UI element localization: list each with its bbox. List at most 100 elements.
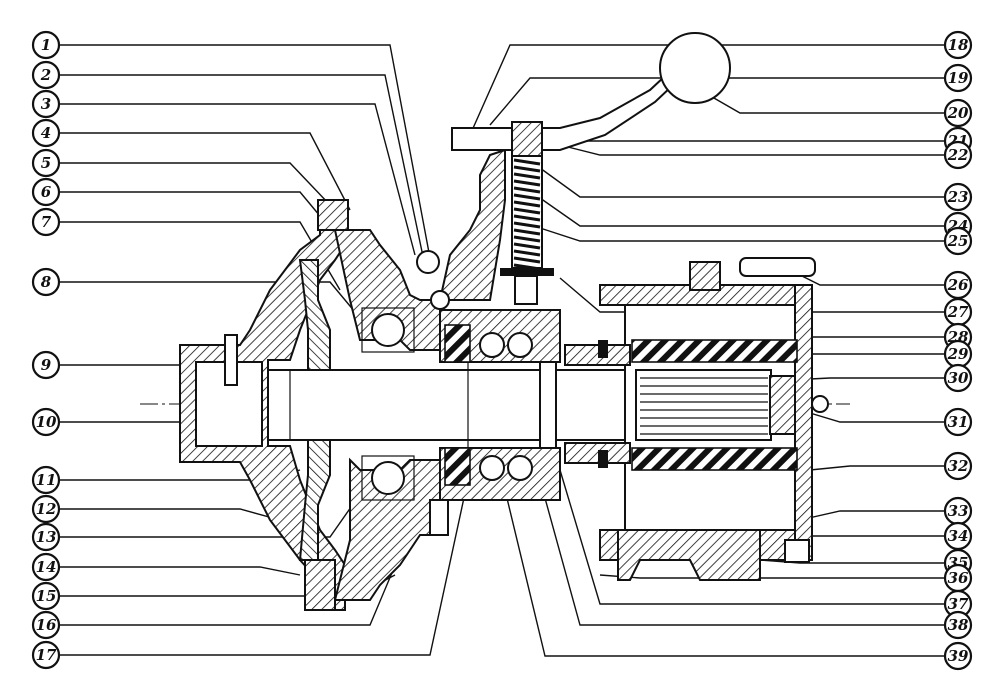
callout-ring — [31, 148, 61, 178]
callout-number: 16 — [36, 616, 57, 634]
callout-number: 31 — [948, 413, 969, 431]
seal-spring-top — [598, 340, 608, 358]
callout-number: 14 — [36, 558, 57, 576]
leader-line — [59, 44, 431, 259]
spring-coil — [513, 193, 541, 201]
callout-number: 3 — [41, 95, 51, 113]
housing-stud — [224, 334, 238, 386]
friction-lining-top — [631, 339, 798, 363]
callout-number: 6 — [41, 183, 52, 201]
callout-number: 7 — [41, 213, 52, 231]
callout-number: 9 — [41, 356, 52, 374]
leader-line — [59, 74, 426, 267]
adjusting-screw — [689, 261, 721, 291]
callout-13: 13 — [31, 522, 61, 552]
leader-line — [59, 162, 331, 206]
rear-bearing-ball-2 — [507, 332, 533, 358]
callout-25: 25 — [943, 226, 973, 256]
callout-number: 20 — [947, 104, 969, 122]
callouts-right: 1819202122232425262728293031323334353637… — [943, 30, 973, 671]
leader-line — [559, 277, 946, 313]
callout-11: 11 — [31, 465, 61, 495]
leader-line — [559, 144, 946, 156]
callout-16: 16 — [31, 610, 61, 640]
callout-number: 25 — [947, 232, 969, 250]
callout-39: 39 — [943, 641, 973, 671]
callout-number: 12 — [36, 500, 57, 518]
callout-ring — [943, 407, 973, 437]
ball-detent — [430, 290, 450, 310]
spring-coil — [513, 186, 541, 194]
leader-line — [59, 566, 301, 576]
callout-number: 26 — [947, 276, 969, 294]
leader-line — [799, 510, 946, 521]
spring-coil — [513, 235, 541, 243]
spring-coil — [513, 256, 541, 264]
shaft-collar — [539, 361, 557, 449]
callout-ring — [31, 267, 61, 297]
callout-ring — [943, 63, 973, 93]
callout-number: 15 — [36, 587, 57, 605]
leader-line — [599, 574, 946, 579]
leader-line — [539, 227, 946, 242]
leader-line — [809, 465, 946, 471]
spring-coil — [513, 179, 541, 187]
callout-ring — [943, 182, 973, 212]
leader-line — [59, 132, 351, 211]
callout-15: 15 — [31, 581, 61, 611]
callout-number: 34 — [948, 527, 969, 545]
leader-line — [59, 103, 416, 256]
callout-number: 36 — [948, 569, 969, 587]
packing-bottom — [444, 447, 471, 486]
callout-9: 9 — [31, 350, 61, 380]
pivot-pin — [416, 250, 440, 274]
oil-cap — [739, 257, 816, 277]
callout-number: 8 — [41, 273, 52, 291]
spring-coil — [513, 214, 541, 222]
spring-coil — [513, 249, 541, 257]
callout-22: 22 — [943, 140, 973, 170]
leader-lines — [59, 44, 946, 657]
callout-number: 23 — [947, 188, 969, 206]
callout-ring — [31, 350, 61, 380]
leader-line — [504, 489, 946, 657]
mounting-foot — [617, 529, 761, 581]
seal-spring-bottom — [598, 450, 608, 468]
callout-19: 19 — [943, 63, 973, 93]
callout-29: 29 — [943, 339, 973, 369]
end-cap — [769, 375, 796, 435]
callout-number: 27 — [947, 303, 969, 321]
callout-number: 4 — [41, 124, 51, 142]
drive-shaft — [267, 369, 639, 441]
callout-number: 30 — [948, 369, 969, 387]
leader-line — [59, 469, 471, 656]
spring-coil — [513, 242, 541, 250]
spring-coil — [513, 200, 541, 208]
callout-ring — [31, 60, 61, 90]
callout-32: 32 — [943, 451, 973, 481]
spring-coil — [513, 158, 541, 166]
callout-6: 6 — [31, 177, 61, 207]
compression-spring — [513, 158, 541, 271]
callout-ring — [31, 89, 61, 119]
spring-coil — [513, 172, 541, 180]
callout-4: 4 — [31, 118, 61, 148]
rear-bearing-ball-3 — [479, 455, 505, 481]
friction-lining-bottom — [631, 447, 798, 471]
ball-bearing-bottom — [371, 461, 405, 495]
bearing-race-bottom — [361, 455, 415, 501]
retaining-nut — [429, 499, 449, 536]
splined-hub — [635, 369, 772, 441]
spring-coil — [513, 165, 541, 173]
callout-ring — [943, 363, 973, 393]
rear-bearing-ball-4 — [507, 455, 533, 481]
callout-ring — [31, 465, 61, 495]
callout-12: 12 — [31, 494, 61, 524]
callout-number: 17 — [36, 646, 57, 664]
callout-31: 31 — [943, 407, 973, 437]
callout-7: 7 — [31, 207, 61, 237]
leader-line — [539, 197, 946, 227]
packing-top — [444, 324, 471, 363]
bearing-race-top — [361, 307, 415, 353]
